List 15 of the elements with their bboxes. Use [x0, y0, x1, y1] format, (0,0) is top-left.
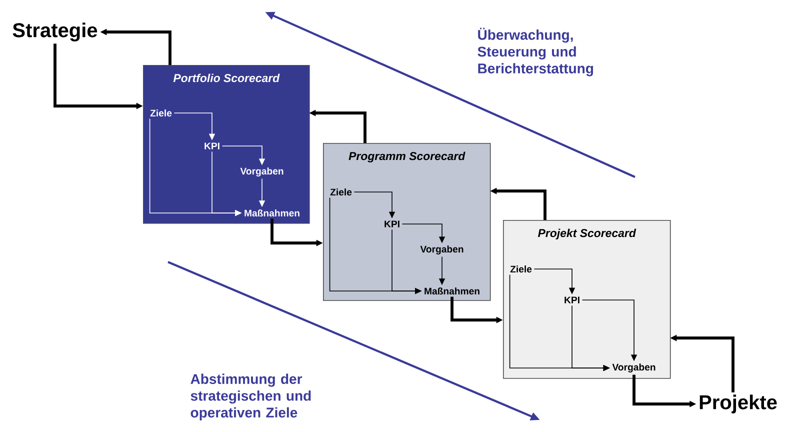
step-label: Vorgaben — [612, 364, 656, 372]
step-label: Ziele — [150, 109, 172, 117]
endpoint-label: Projekte — [700, 394, 777, 414]
step-label: KPI — [384, 220, 400, 228]
note-text: Abstimmung der strategischen und operativen Ziele — [190, 374, 311, 420]
step-label: KPI — [204, 142, 220, 150]
step-label: Ziele — [510, 265, 532, 273]
step-label: KPI — [564, 296, 580, 304]
step-label: Maßnahmen — [424, 287, 480, 295]
step-label: Vorgaben — [420, 246, 464, 254]
note-text: Überwachung, Steuerung und Berichterstattung — [478, 28, 593, 76]
endpoint-label: Strategie — [12, 22, 98, 42]
step-label: Ziele — [330, 188, 352, 196]
step-label: Maßnahmen — [244, 209, 300, 217]
step-label: Vorgaben — [240, 168, 284, 176]
